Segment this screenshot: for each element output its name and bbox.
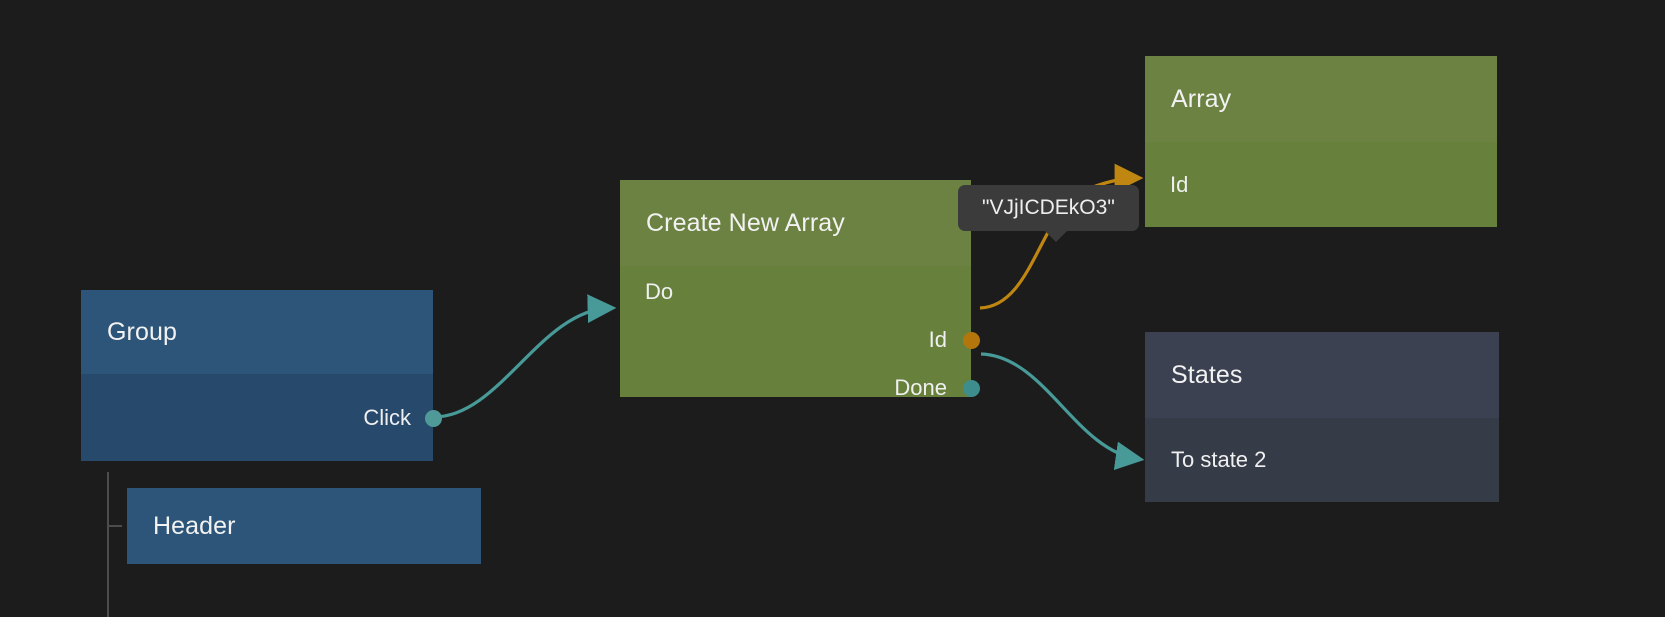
edge-done-to-state2 (980, 352, 1145, 471)
node-array-title: Array (1171, 84, 1232, 113)
port-row-group-click[interactable]: Click (81, 374, 442, 461)
tree-guide-branch-line (107, 525, 122, 527)
port-row-id[interactable]: Id (620, 316, 980, 364)
port-label-click: Click (363, 404, 411, 430)
port-row-to-state-2[interactable]: To state 2 (1145, 418, 1499, 502)
port-dot-click[interactable] (425, 409, 442, 427)
node-group-body: Click (81, 374, 442, 461)
port-label-array-id: Id (1170, 171, 1189, 197)
edge-group-click-to-do (433, 294, 617, 419)
node-array-body: Id (1145, 142, 1497, 227)
port-row-array-id[interactable]: Id (1145, 142, 1497, 227)
node-states-body: To state 2 (1145, 418, 1499, 502)
node-create-new-array[interactable]: Create New Array Do Id Done (620, 180, 980, 400)
node-create-new-array-body: Do Id Done (620, 266, 980, 400)
node-group-title: Group (107, 317, 177, 346)
port-label-done: Done (894, 375, 947, 400)
node-header-title: Header (153, 511, 236, 540)
node-states-header[interactable]: States (1145, 332, 1499, 418)
node-create-new-array-title: Create New Array (646, 208, 845, 237)
node-array-header[interactable]: Array (1145, 56, 1497, 142)
node-header[interactable]: Header (127, 488, 481, 564)
node-create-new-array-header[interactable]: Create New Array (620, 180, 971, 266)
value-tooltip: "VJjICDEkO3" (958, 185, 1139, 242)
node-group-header[interactable]: Group (81, 290, 433, 374)
port-dot-done[interactable] (963, 380, 980, 397)
port-row-done[interactable]: Done (620, 364, 980, 412)
port-label-do: Do (645, 279, 674, 304)
node-states-title: States (1171, 360, 1243, 389)
tooltip-pointer-icon (1044, 230, 1068, 242)
node-group[interactable]: Group Click (81, 290, 442, 461)
value-tooltip-text: "VJjICDEkO3" (982, 196, 1115, 219)
port-label-to-state-2: To state 2 (1171, 447, 1267, 472)
tree-guide-vertical-line (107, 472, 109, 617)
node-array[interactable]: Array Id (1145, 56, 1497, 227)
node-states[interactable]: States To state 2 (1145, 332, 1499, 502)
port-dot-id[interactable] (963, 332, 980, 349)
node-header-header[interactable]: Header (127, 488, 481, 564)
port-label-id: Id (928, 327, 947, 352)
port-row-do[interactable]: Do (620, 268, 971, 316)
